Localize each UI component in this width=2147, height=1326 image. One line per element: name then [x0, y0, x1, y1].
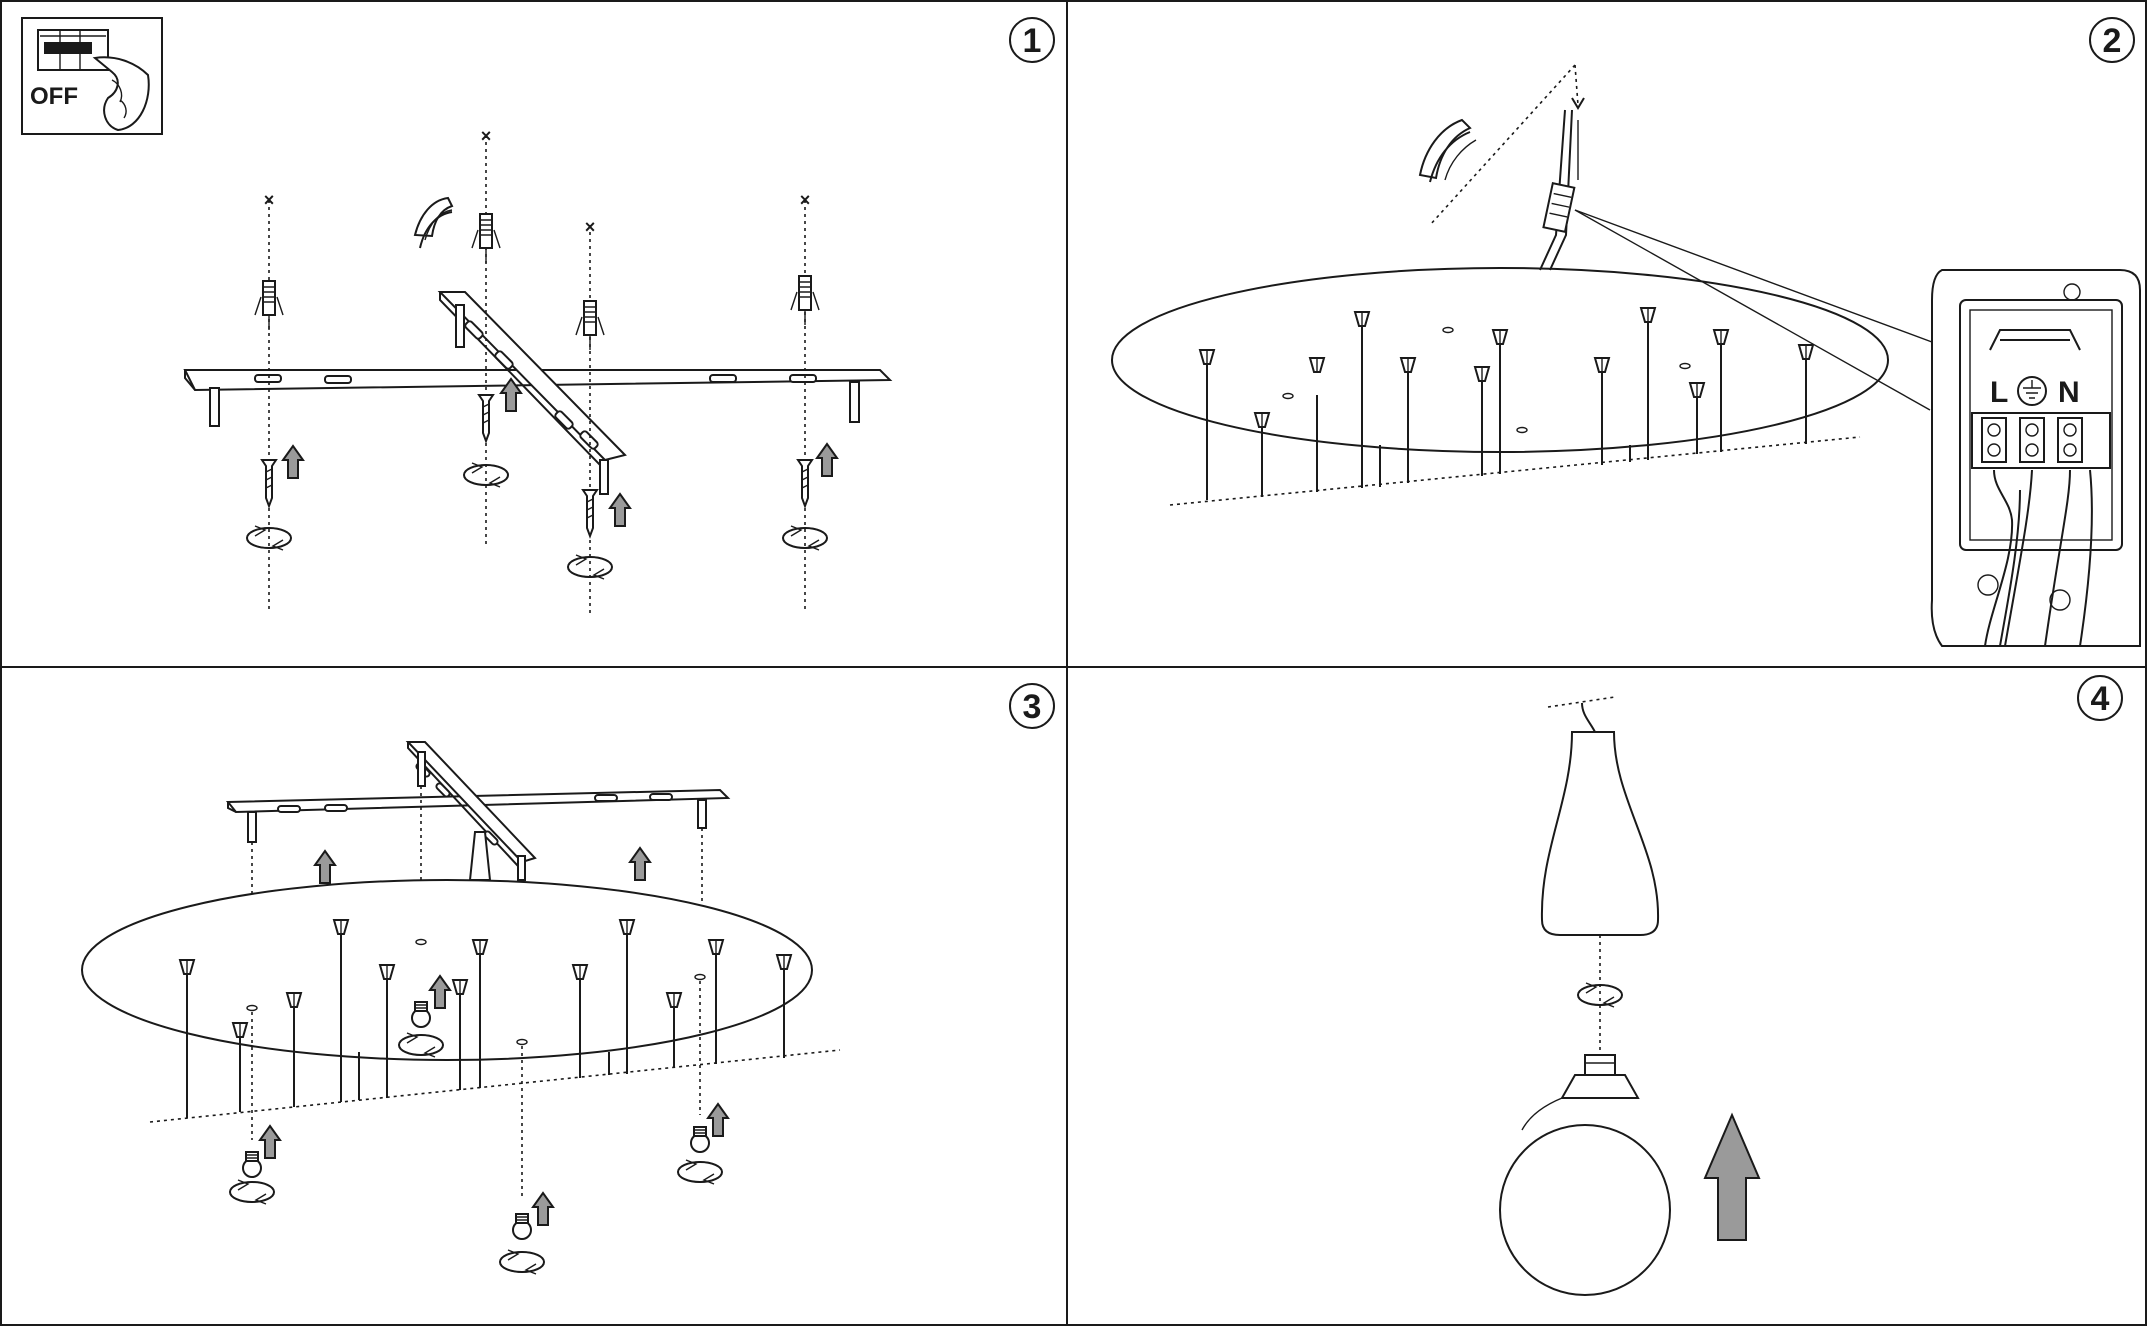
rotate-icon	[229, 1179, 275, 1205]
up-arrow-icon	[1703, 1112, 1761, 1241]
power-off-label: OFF	[30, 83, 78, 110]
wall-plug-icon	[575, 300, 605, 351]
rotate-icon	[499, 1249, 545, 1275]
mounting-bar-diagonal	[437, 291, 627, 495]
fixing-column-3: ×	[567, 217, 631, 615]
screw-icon	[478, 394, 494, 442]
up-arrow-icon	[816, 443, 838, 477]
up-arrow-icon	[282, 445, 304, 479]
terminal-block-detail: L N	[1930, 269, 2141, 647]
up-arrow-icon	[314, 850, 336, 884]
screw-icon	[582, 489, 598, 537]
bulb-icon	[690, 1126, 710, 1153]
screw-icon	[261, 459, 277, 507]
drill-icon	[413, 196, 454, 249]
fixing-column-1: ×	[246, 190, 304, 610]
step-number-label: 4	[2091, 680, 2110, 718]
panel-step-4: 4	[1499, 675, 2123, 1296]
wall-plug-icon	[254, 280, 284, 331]
up-arrow-icon	[629, 847, 651, 881]
step-number-badge: 1	[1009, 17, 1055, 63]
svg-text:×: ×	[585, 217, 596, 237]
bulb-icon	[242, 1151, 262, 1178]
bulb-icon	[512, 1213, 532, 1240]
live-terminal-label: L	[1990, 376, 2008, 409]
step-number-badge: 4	[2077, 675, 2123, 721]
up-arrow-icon	[609, 493, 631, 527]
wall-plug-icon	[471, 213, 501, 264]
panel-step-1: 1 OFF	[21, 17, 1055, 615]
ceiling-line	[149, 1049, 841, 1123]
pendant-rods	[1199, 307, 1814, 500]
pendant-shade	[1540, 731, 1660, 936]
panel-step-2: 2	[1111, 17, 2141, 647]
pendant-rods	[179, 919, 792, 1118]
mounting-bars	[225, 741, 731, 881]
neutral-terminal-label: N	[2058, 376, 2080, 409]
svg-text:×: ×	[264, 190, 275, 210]
step-number-label: 2	[2103, 22, 2122, 60]
step-number-badge: 2	[2089, 17, 2135, 63]
power-cable-connector	[1429, 64, 1585, 271]
wall-plug-icon	[790, 275, 820, 326]
panel-step-3: 3	[81, 683, 1055, 1275]
step-number-label: 3	[1023, 688, 1042, 726]
fixing-column-4: ×	[782, 190, 838, 610]
fixing-column-2: ×	[413, 126, 522, 545]
up-arrow-icon	[707, 1103, 729, 1137]
globe-bulb	[1499, 1054, 1671, 1296]
bulb-fittings	[229, 938, 729, 1275]
earth-ground-icon	[2017, 376, 2047, 406]
step-number-badge: 3	[1009, 683, 1055, 729]
wire-stripper-icon	[1418, 118, 1477, 183]
rotate-icon	[677, 1159, 723, 1185]
step-number-label: 1	[1023, 22, 1042, 60]
svg-text:×: ×	[481, 126, 492, 146]
up-arrow-icon	[259, 1125, 281, 1159]
bulb-icon	[411, 1001, 431, 1028]
screw-icon	[797, 459, 813, 507]
up-arrow-icon	[532, 1192, 554, 1226]
svg-text:×: ×	[800, 190, 811, 210]
power-off-icon: OFF	[21, 17, 163, 135]
